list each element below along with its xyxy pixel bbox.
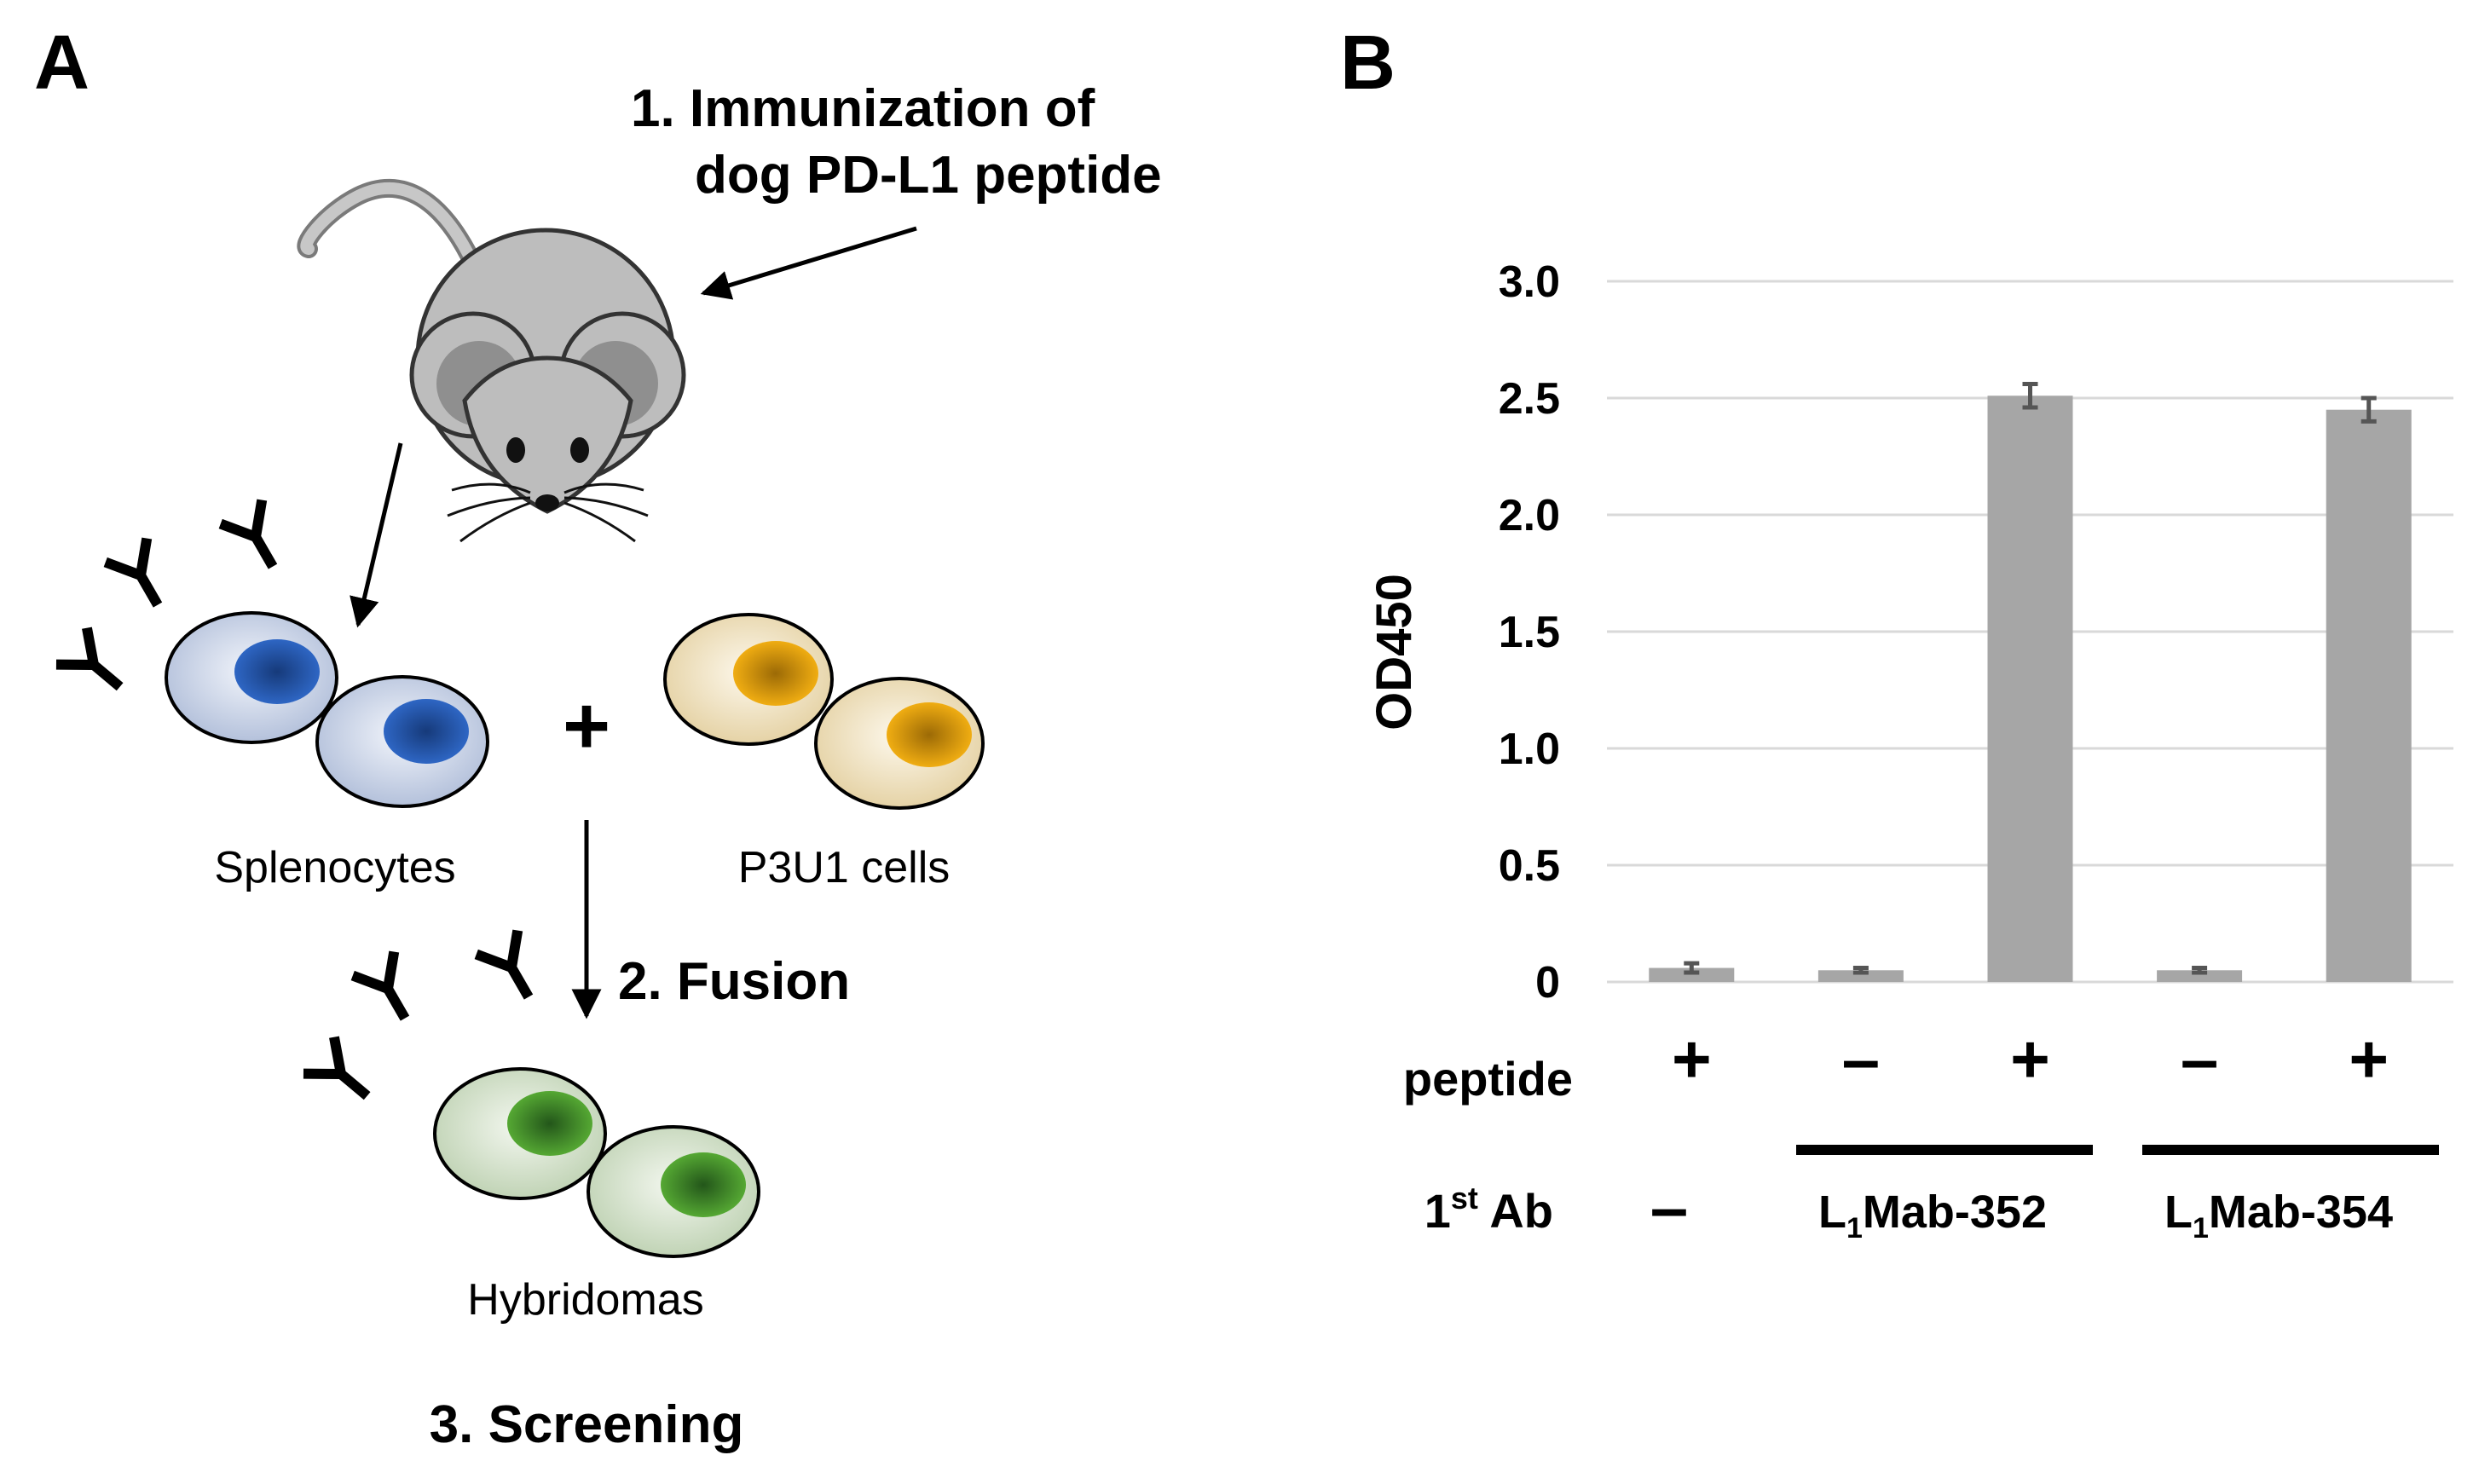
bar-1: [1649, 967, 1735, 982]
hybridoma-nucleus: [661, 1152, 746, 1217]
y-tick-label: 2.0: [1499, 491, 1560, 540]
splenocytes-cells: [165, 611, 489, 808]
antibody-icon: [303, 1036, 371, 1100]
mouse-eye-left: [506, 437, 525, 463]
panel-a-label: A: [34, 20, 90, 106]
mouse-to-splenocytes-arrow: [350, 442, 403, 628]
step3-screening: 3. Screening: [430, 1395, 744, 1454]
ab-row-label: 1st Ab: [1424, 1181, 1553, 1238]
chart-bars: [1649, 396, 2412, 982]
antibodies-splenocytes: [55, 499, 278, 691]
hybridoma-nucleus: [507, 1091, 592, 1156]
antibody-icon: [350, 950, 410, 1021]
chart-y-tick-labels: 0 0.5 1.0 1.5 2.0 2.5 3.0: [1499, 257, 1560, 1008]
y-tick-label: 3.0: [1499, 257, 1560, 307]
y-axis-label: OD450: [1367, 574, 1422, 730]
error-bar-1: [1684, 961, 1700, 975]
chart-error-bars: [1684, 382, 2377, 975]
antibody-icon: [474, 929, 534, 1000]
p3u1-cells: [663, 613, 985, 810]
splenocyte-nucleus: [234, 639, 320, 704]
ab-none-sign: –: [1650, 1169, 1689, 1245]
antibodies-hybridomas: [303, 929, 534, 1100]
ab-label-l1mab-354: L1Mab-354: [2164, 1187, 2393, 1244]
step2-fusion: 2. Fusion: [618, 952, 850, 1011]
panel-b: B OD450 0 0.5 1.0 1.5 2.0 2.5 3.0 peptide + – + –…: [1340, 20, 2453, 1245]
mouse-nose: [535, 494, 559, 511]
peptide-signs: + – + – +: [1672, 1021, 2389, 1097]
bar-5: [2326, 409, 2412, 982]
p3u1-label: P3U1 cells: [738, 843, 951, 892]
error-bar-2: [1852, 966, 1869, 975]
hybridoma-cells: [433, 1067, 760, 1258]
mouse-whiskers: [447, 482, 649, 543]
step1-line1: 1. Immunization of: [631, 79, 1095, 138]
p3u1-nucleus: [733, 641, 818, 706]
bar-3: [1987, 396, 2073, 982]
y-tick-label: 1.5: [1499, 608, 1560, 657]
y-tick-label: 1.0: [1499, 725, 1560, 774]
group-line-l1mab-352: [1796, 1145, 2093, 1155]
ab-label-l1mab-352: L1Mab-352: [1818, 1187, 2047, 1244]
mouse-eye-right: [570, 437, 589, 463]
peptide-row-label: peptide: [1403, 1052, 1573, 1106]
antibody-icon: [218, 499, 278, 569]
p3u1-nucleus: [887, 702, 972, 767]
antibody-icon: [103, 537, 163, 608]
group-line-l1mab-354: [2142, 1145, 2439, 1155]
splenocyte-nucleus: [384, 699, 469, 764]
error-bar-5: [2361, 396, 2377, 424]
mouse-head: [462, 355, 633, 514]
hybridomas-label: Hybridomas: [467, 1275, 703, 1325]
y-tick-label: 0.5: [1499, 841, 1560, 891]
plus-sign: +: [563, 680, 610, 771]
bar-4: [2157, 970, 2243, 982]
panel-a: A 1. Immunization of dog PD-L1 peptide: [34, 20, 1162, 1454]
step1-line2: dog PD-L1 peptide: [695, 146, 1162, 205]
peptide-sign: +: [2010, 1021, 2050, 1097]
y-tick-label: 2.5: [1499, 374, 1560, 424]
splenocytes-label: Splenocytes: [214, 843, 455, 892]
error-bar-4: [2192, 966, 2208, 975]
antibody-icon: [55, 627, 124, 691]
y-tick-label: 0: [1535, 958, 1560, 1008]
bar-2: [1817, 970, 1904, 982]
mouse-illustration: [297, 178, 686, 543]
peptide-sign: –: [1842, 1021, 1881, 1097]
error-bar-3: [2022, 382, 2038, 410]
peptide-sign: +: [2349, 1021, 2389, 1097]
immunization-arrow: [700, 226, 917, 300]
peptide-sign: –: [2181, 1021, 2219, 1097]
peptide-sign: +: [1672, 1021, 1712, 1097]
panel-b-label: B: [1340, 20, 1396, 106]
